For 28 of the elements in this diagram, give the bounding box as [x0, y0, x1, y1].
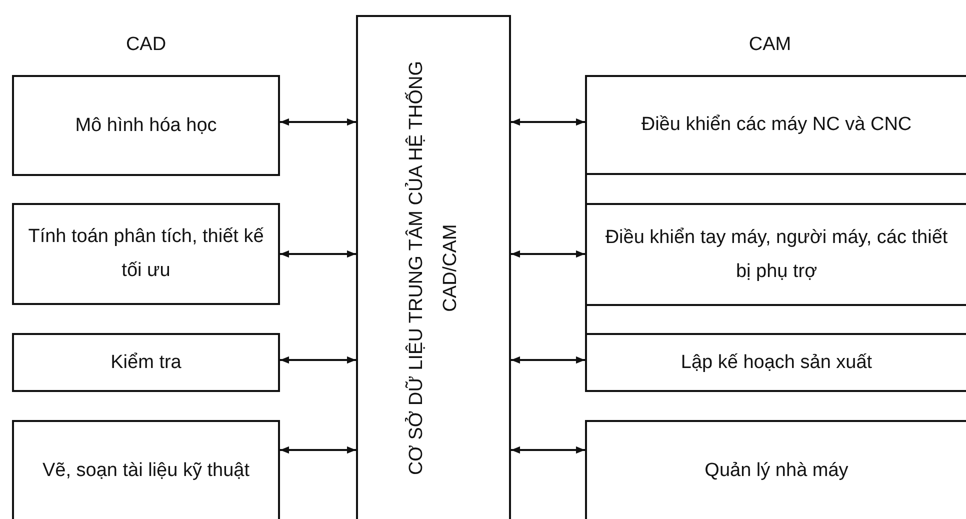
- process-box: [12, 75, 280, 176]
- section-heading: CAD: [126, 34, 166, 56]
- box-text: Kiểm tra: [110, 350, 182, 374]
- process-box: [12, 203, 280, 305]
- box-text: Vẽ, soạn tài liệu kỹ thuật: [41, 458, 250, 482]
- double-arrow: [280, 356, 356, 364]
- section-heading: CAM: [748, 34, 792, 56]
- double-arrow: [280, 446, 356, 454]
- double-arrow: [511, 250, 585, 258]
- process-box: [585, 333, 966, 392]
- double-arrow: [511, 356, 585, 364]
- box-text: Mô hình hóa học: [74, 114, 218, 138]
- process-box: [12, 333, 280, 392]
- process-box: [585, 420, 966, 519]
- double-arrow: [280, 118, 356, 126]
- box-text: Điều khiển các máy NC và CNC: [640, 113, 913, 137]
- box-text: Quản lý nhà máy: [704, 458, 850, 482]
- box-text: Lập kế hoạch sản xuất: [680, 350, 874, 374]
- box-text: Điều khiển tay máy, người máy, các thiết bị phụ trợ: [604, 226, 949, 284]
- database-box: [356, 15, 511, 519]
- double-arrow: [511, 446, 585, 454]
- process-box: [585, 203, 966, 306]
- process-box: [12, 420, 280, 519]
- box-text: CƠ SỞ DỮ LIỆU TRUNG TÂM CỦA HỆ THỐNG CAD/CAM: [404, 60, 462, 478]
- double-arrow: [280, 250, 356, 258]
- box-text: Tính toán phân tích, thiết kế tối ưu: [27, 225, 265, 283]
- process-box: [585, 75, 966, 175]
- double-arrow: [511, 118, 585, 126]
